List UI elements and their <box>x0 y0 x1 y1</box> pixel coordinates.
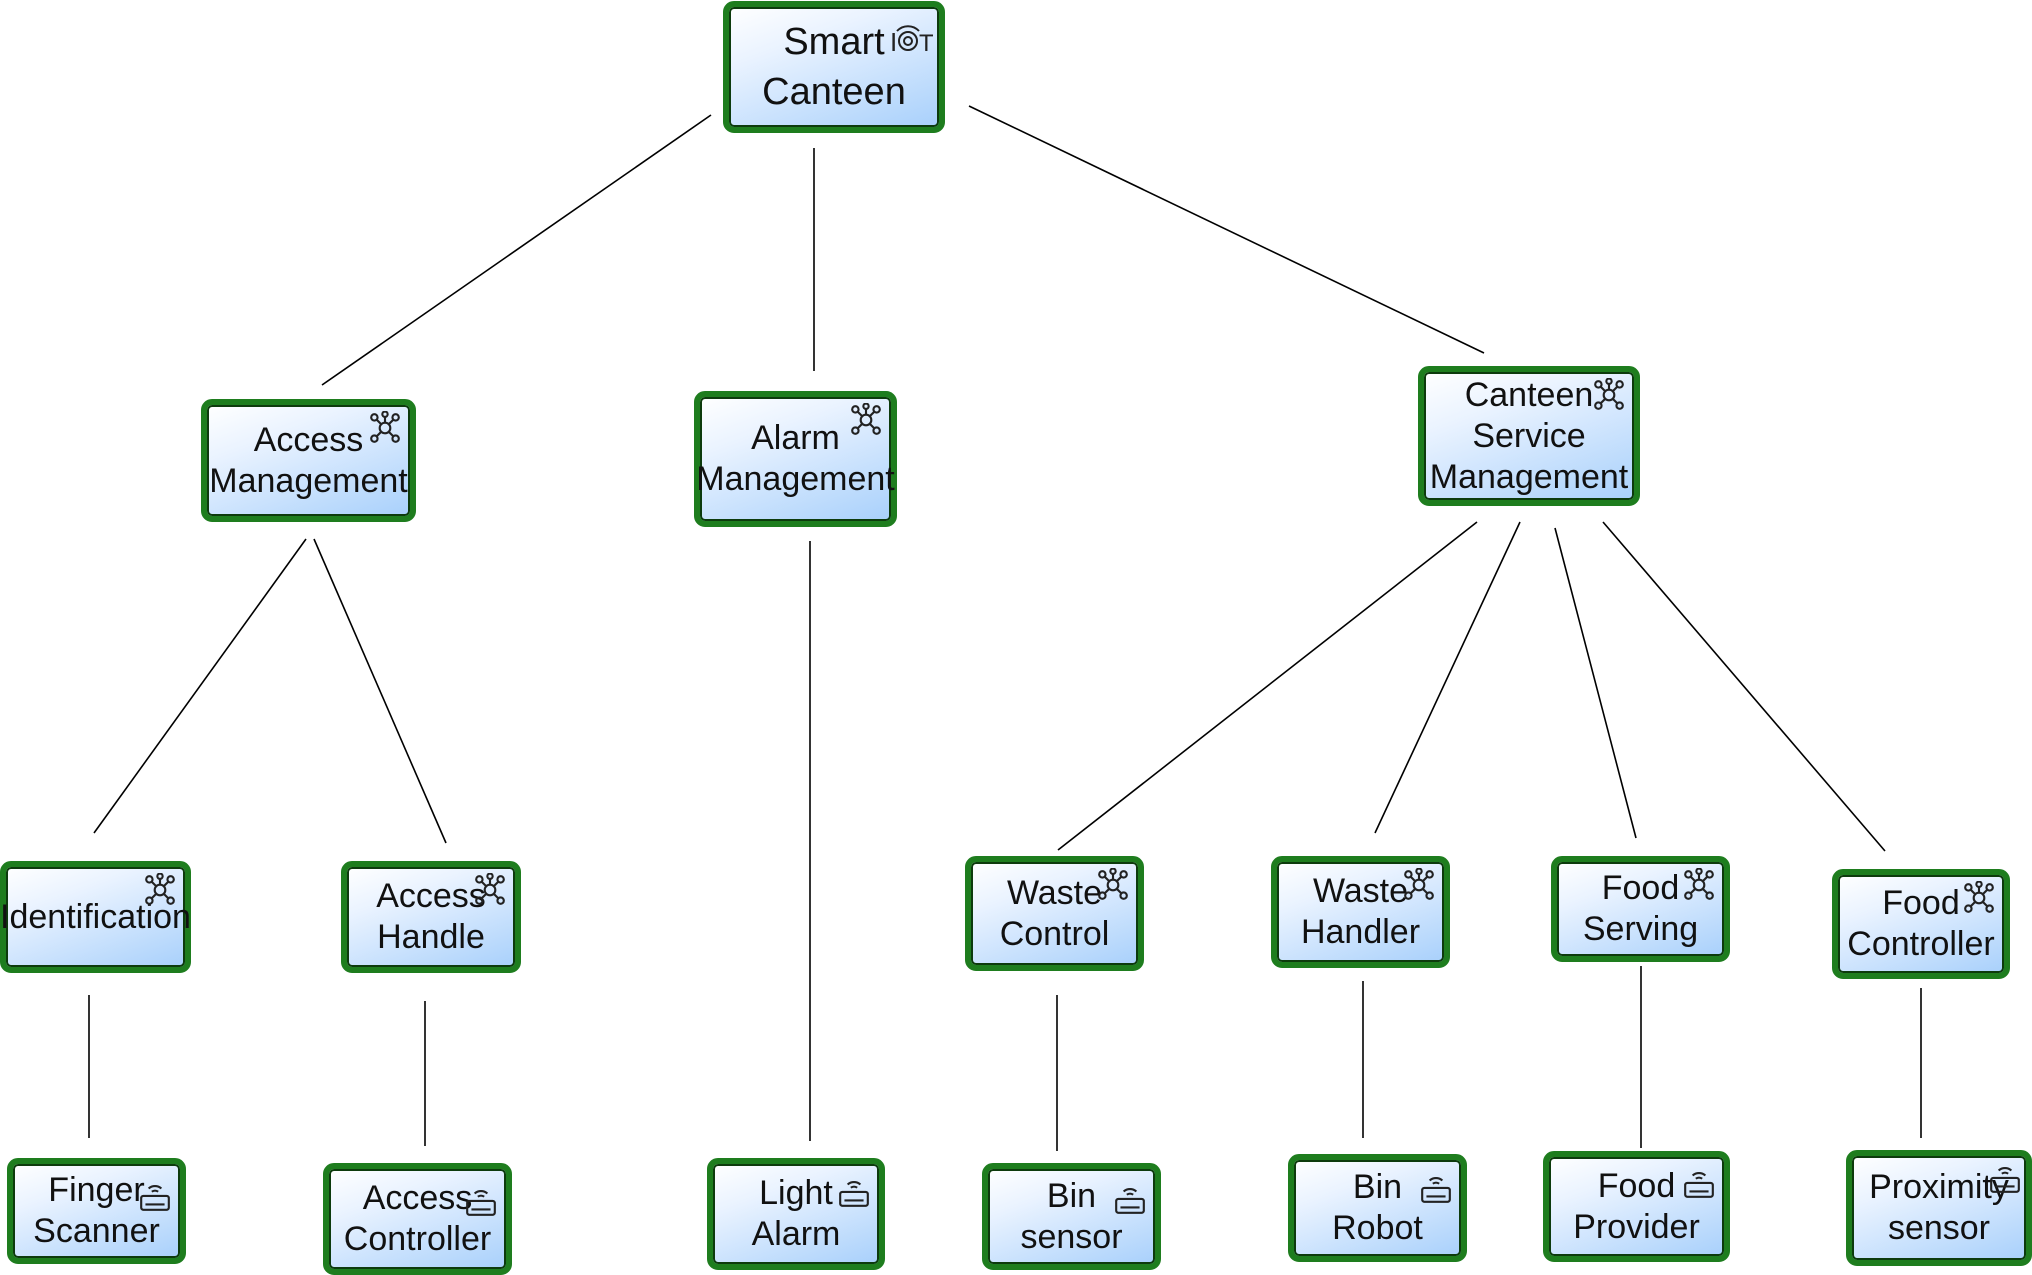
node-label: Food Serving <box>1582 869 1699 948</box>
node-food-provider[interactable]: Food Provider <box>1543 1151 1730 1262</box>
svg-text:I: I <box>890 27 897 57</box>
wireless-device-icon <box>1988 1162 2022 1196</box>
node-alarm-management[interactable]: Alarm Management <box>694 391 897 527</box>
node-proximity-sensor[interactable]: Proximity sensor <box>1846 1150 2032 1266</box>
connector-canteen-service-food-serving <box>1554 527 1637 839</box>
node-access-management[interactable]: Access Management <box>201 399 416 522</box>
node-label: Food Provider <box>1573 1166 1700 1246</box>
node-finger-scanner[interactable]: Finger Scanner <box>7 1158 186 1264</box>
node-label: Canteen Service Management <box>1429 375 1629 496</box>
connector-canteen-service-waste-control <box>1057 521 1478 851</box>
node-label: Finger Scanner <box>33 1171 160 1250</box>
network-hub-icon <box>368 411 402 445</box>
network-hub-icon <box>849 403 883 437</box>
node-canteen-service-management[interactable]: Canteen Service Management <box>1418 366 1640 506</box>
node-access-handle[interactable]: Access Handle <box>341 861 521 973</box>
wireless-device-icon <box>464 1185 498 1219</box>
network-hub-icon <box>1592 378 1626 412</box>
node-label: Identification <box>0 897 191 936</box>
svg-text:T: T <box>919 30 933 57</box>
node-label: Smart Canteen <box>762 21 906 113</box>
wireless-device-icon <box>1419 1172 1453 1206</box>
network-hub-icon <box>1096 868 1130 902</box>
node-label: Access Controller <box>343 1179 492 1258</box>
node-food-controller[interactable]: Food Controller <box>1832 869 2010 979</box>
node-light-alarm[interactable]: Light Alarm <box>707 1158 885 1270</box>
network-hub-icon <box>1962 881 1996 915</box>
node-label: Access Handle <box>376 877 486 956</box>
node-waste-handler[interactable]: Waste Handler <box>1271 856 1450 968</box>
wireless-device-icon <box>1113 1183 1147 1217</box>
wireless-device-icon <box>1682 1167 1716 1201</box>
connector-access-management-identification <box>93 538 307 834</box>
node-label: Bin sensor <box>1020 1176 1123 1256</box>
connector-access-management-access-handle <box>313 538 447 844</box>
connector-canteen-service-waste-handler <box>1374 521 1521 834</box>
node-label: Light Alarm <box>751 1174 841 1253</box>
node-label: Waste Handler <box>1300 872 1421 951</box>
node-label: Waste Control <box>999 873 1110 953</box>
network-hub-icon <box>143 873 177 907</box>
node-identification[interactable]: Identification <box>0 861 191 973</box>
node-access-controller[interactable]: Access Controller <box>323 1163 512 1275</box>
node-waste-control[interactable]: Waste Control <box>965 856 1144 971</box>
node-label: Food Controller <box>1847 884 1995 963</box>
node-bin-robot[interactable]: Bin Robot <box>1288 1154 1467 1262</box>
network-hub-icon <box>1682 868 1716 902</box>
node-label: Proximity sensor <box>1869 1168 2009 1247</box>
node-food-serving[interactable]: Food Serving <box>1551 856 1730 962</box>
network-hub-icon <box>473 873 507 907</box>
node-bin-sensor[interactable]: Bin sensor <box>982 1163 1161 1270</box>
node-label: Bin Robot <box>1332 1168 1423 1247</box>
node-label: Alarm Management <box>696 419 895 498</box>
node-label: Access Management <box>209 420 408 500</box>
connector-canteen-service-food-controller <box>1602 521 1886 852</box>
network-hub-icon <box>1402 868 1436 902</box>
wireless-device-icon <box>837 1176 871 1210</box>
connector-root-canteen-service-management <box>968 105 1485 354</box>
wireless-device-icon <box>138 1180 172 1214</box>
connector-root-access-management <box>321 114 712 386</box>
